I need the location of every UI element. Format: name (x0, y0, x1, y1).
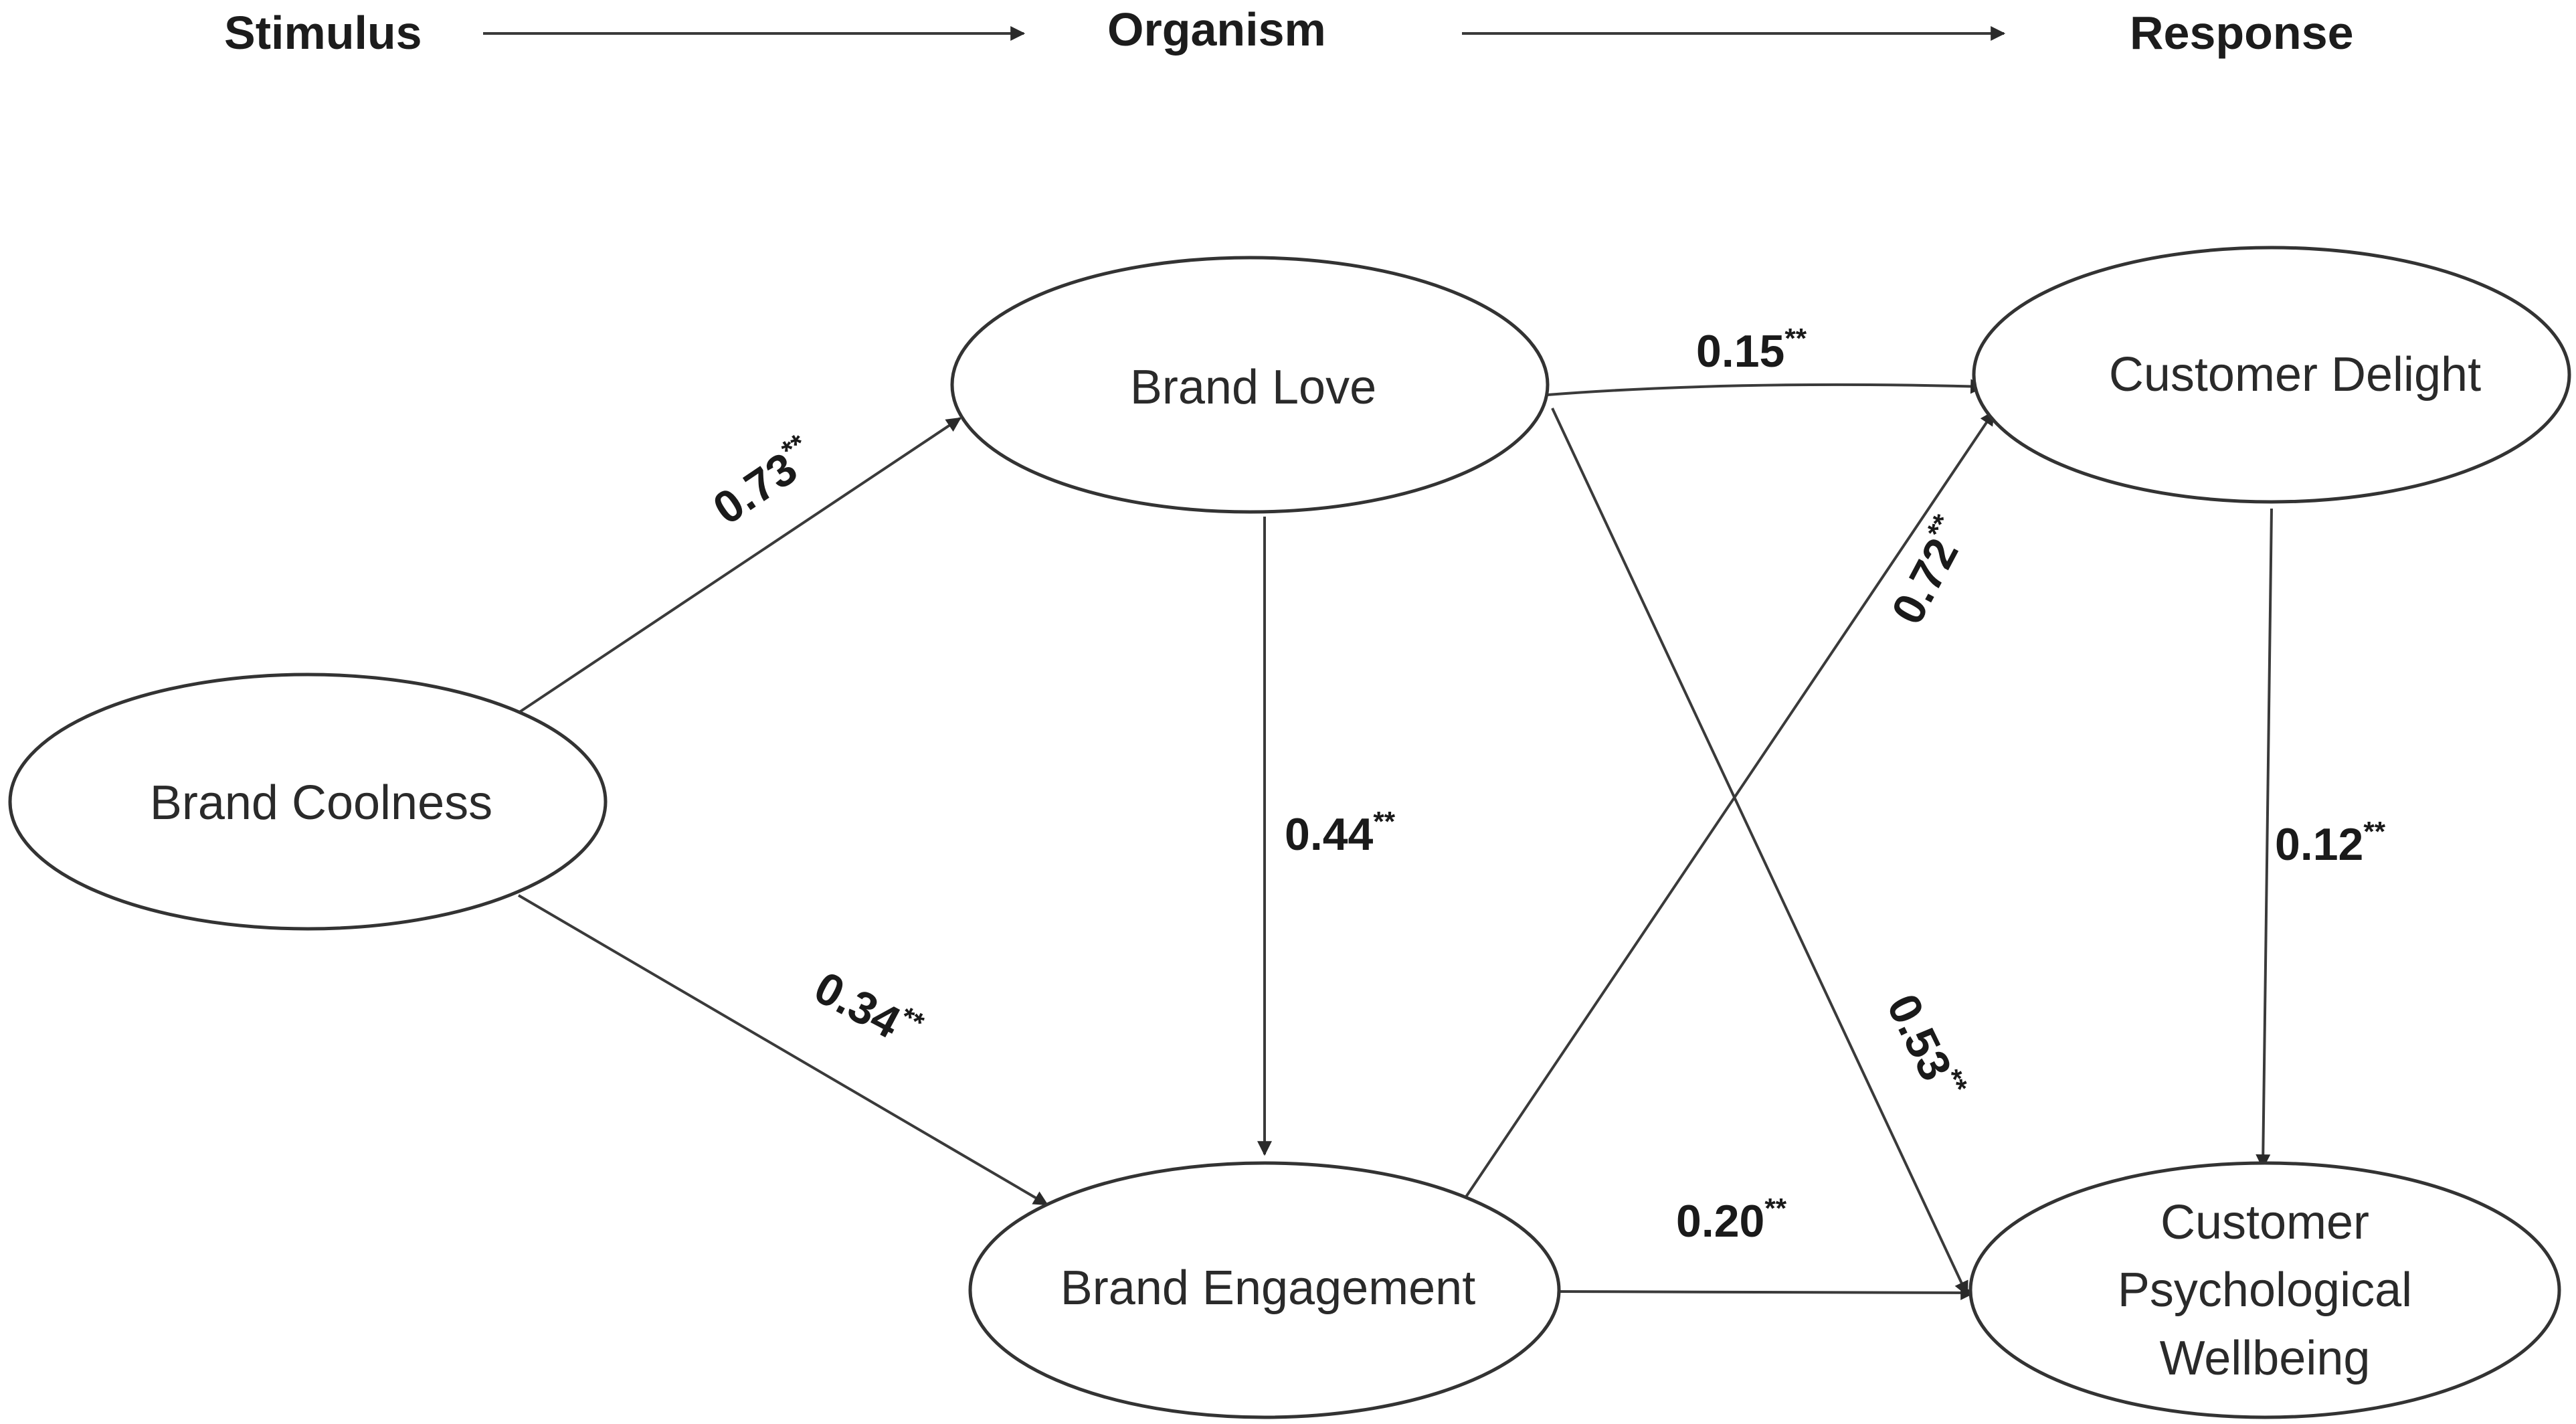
coef-coolness-to-engagement-value: 0.34 (806, 962, 909, 1048)
coef-love-to-engagement-value: 0.44 (1285, 809, 1374, 860)
arrow-love-to-wellbeing (1551, 408, 1968, 1296)
arrow-delight-to-wellbeing (2256, 508, 2273, 1170)
coef-engagement-to-delight: 0.72** (1879, 509, 1979, 632)
stage-header: Stimulus Organism Response (224, 3, 2354, 59)
coef-love-to-engagement-sig: ** (1373, 806, 1395, 837)
node-customer-delight-label: Customer Delight (2109, 348, 2481, 402)
coef-delight-to-wellbeing-value: 0.12 (2275, 819, 2363, 870)
coef-engagement-to-wellbeing-value: 0.20 (1676, 1196, 1764, 1247)
node-customer-psychological-wellbeing: Customer Psychological Wellbeing (1968, 1161, 2561, 1419)
coef-engagement-to-wellbeing: 0.20** (1676, 1192, 1787, 1247)
node-brand-engagement-label: Brand Engagement (1061, 1261, 1475, 1315)
coef-love-to-delight-sig: ** (1784, 323, 1807, 354)
stage-response-label: Response (2130, 7, 2354, 59)
node-brand-coolness-label: Brand Coolness (150, 776, 492, 830)
node-customer-wellbeing-line-2: Psychological (2118, 1263, 2412, 1317)
coef-coolness-to-love: 0.73** (703, 428, 825, 535)
node-customer-wellbeing-line-3: Wellbeing (2160, 1332, 2371, 1385)
node-customer-wellbeing-line-1: Customer (2160, 1196, 2369, 1249)
stage-organism-label: Organism (1107, 3, 1326, 56)
path-arrows (517, 379, 2273, 1300)
node-customer-wellbeing-ellipse (1968, 1161, 2561, 1419)
coef-engagement-to-delight-value: 0.72 (1881, 530, 1968, 632)
arrow-love-to-delight (1547, 379, 1986, 396)
coef-engagement-to-wellbeing-sig: ** (1764, 1192, 1786, 1224)
node-brand-love: Brand Love (950, 256, 1550, 514)
arrow-engagement-to-delight (1464, 410, 1995, 1199)
coef-love-to-wellbeing: 0.53** (1877, 985, 1974, 1108)
node-brand-love-label: Brand Love (1130, 361, 1376, 414)
node-brand-love-ellipse (950, 256, 1550, 514)
node-customer-delight: Customer Delight (1972, 246, 2571, 504)
node-brand-coolness: Brand Coolness (8, 673, 608, 931)
arrow-coolness-to-love (517, 417, 961, 714)
node-brand-engagement: Brand Engagement (968, 1161, 1561, 1419)
coef-delight-to-wellbeing: 0.12** (2275, 816, 2386, 870)
coef-love-to-engagement: 0.44** (1285, 806, 1396, 860)
coef-love-to-delight-value: 0.15 (1696, 326, 1784, 377)
arrow-engagement-to-wellbeing (1555, 1285, 1976, 1300)
node-brand-coolness-ellipse (8, 673, 608, 931)
coef-delight-to-wellbeing-sig: ** (2363, 816, 2385, 847)
node-brand-engagement-ellipse (968, 1161, 1561, 1419)
arrow-coolness-to-engagement (517, 894, 1048, 1206)
stage-stimulus-label: Stimulus (224, 7, 422, 59)
node-customer-delight-ellipse (1972, 246, 2571, 504)
coef-love-to-delight: 0.15** (1696, 323, 1807, 377)
coef-coolness-to-engagement: 0.34** (806, 959, 929, 1059)
